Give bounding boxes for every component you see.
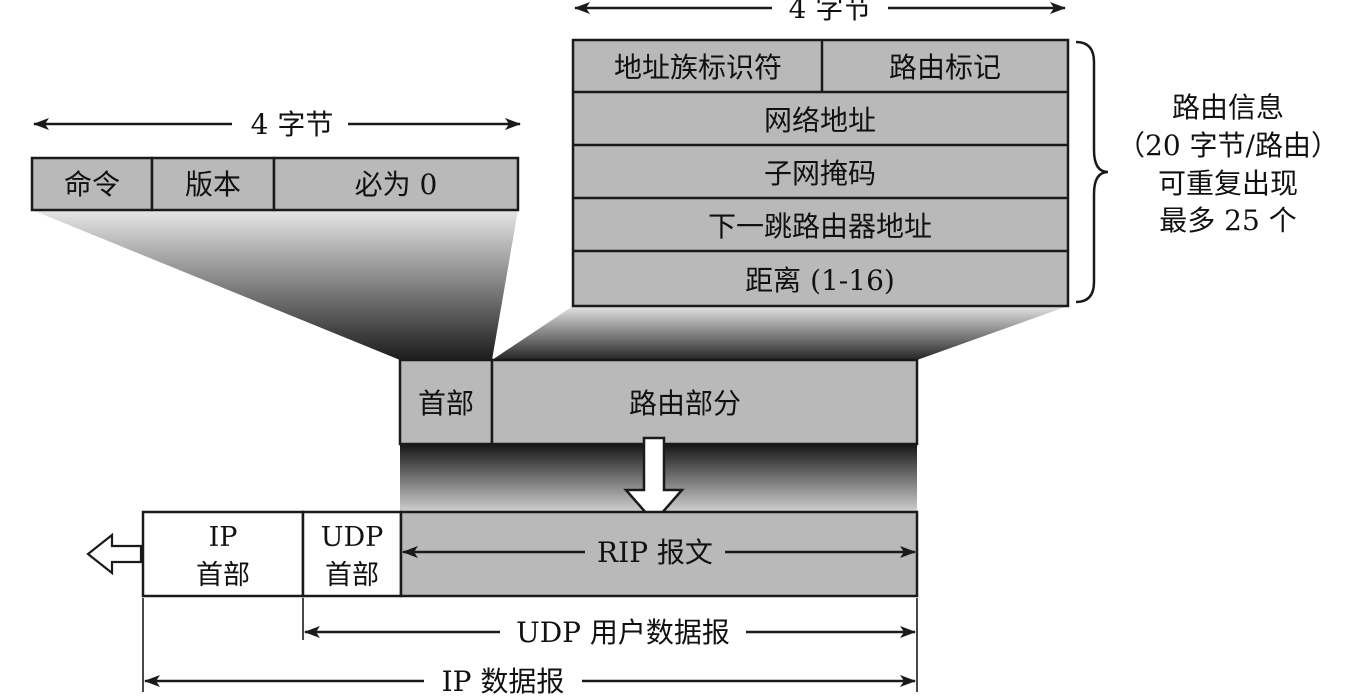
command-field-label: 命令 [64,168,120,201]
ip-header-cell [141,510,305,598]
routing-projection-shade [492,306,1068,360]
ip-packet: IP 首部 UDP 首部 RIP 报文 [141,510,919,598]
must-be-zero-field [272,156,520,212]
route-info-line-1: 路由信息 [1172,91,1284,124]
route-info-line-3: 可重复出现 [1158,167,1298,200]
encapsulate-down-arrow [623,436,685,524]
route-entry-table: 地址族标识符 路由标记 网络地址 子网掩码 下一跳路由器地址 距离 (1-16) [571,38,1070,308]
udp-header-cell [301,510,403,598]
rip-routing-cell [490,358,919,446]
ip-header-label-line2: 首部 [196,560,250,591]
ip-datagram-label: IP 数据报 [442,665,565,698]
next-hop-label: 下一跳路由器地址 [708,210,932,243]
header-fields-row: 命令 版本 必为 0 [30,156,520,212]
udp-header-label-line2: 首部 [325,560,379,591]
entry-width-label: 4 字节 [789,0,872,25]
route-tag-label: 路由标记 [889,51,1001,84]
rip-header-label: 首部 [418,387,474,420]
route-info-line-2: （20 字节/路由） [1117,129,1339,162]
udp-header-label-line1: UDP [321,522,384,553]
rip-routing-label: 路由部分 [629,387,741,420]
rip-message-cell [399,510,919,598]
subnet-mask-label: 子网掩码 [764,157,876,190]
outgoing-left-arrow [86,532,143,576]
route-info-note: 路由信息 （20 字节/路由） 可重复出现 最多 25 个 [1117,91,1339,237]
ip-header-label-line1: IP [209,522,238,553]
rip-message-box: 首部 路由部分 [398,358,919,446]
route-entry-outline [571,38,1070,308]
rip-span-label: RIP 报文 [597,536,713,569]
network-address-label: 网络地址 [764,104,876,137]
distance-label: 距离 (1-16) [745,264,895,297]
header-projection-shade [32,210,518,360]
must-be-zero-field-label: 必为 0 [355,168,438,201]
route-info-line-4: 最多 25 个 [1159,204,1296,237]
route-info-brace [1075,40,1109,304]
version-field-label: 版本 [185,168,241,201]
udp-datagram-label: UDP 用户数据报 [516,616,730,649]
rip-header-cell [398,358,494,446]
address-family-label: 地址族标识符 [614,51,782,84]
header-width-label: 4 字节 [251,108,334,141]
